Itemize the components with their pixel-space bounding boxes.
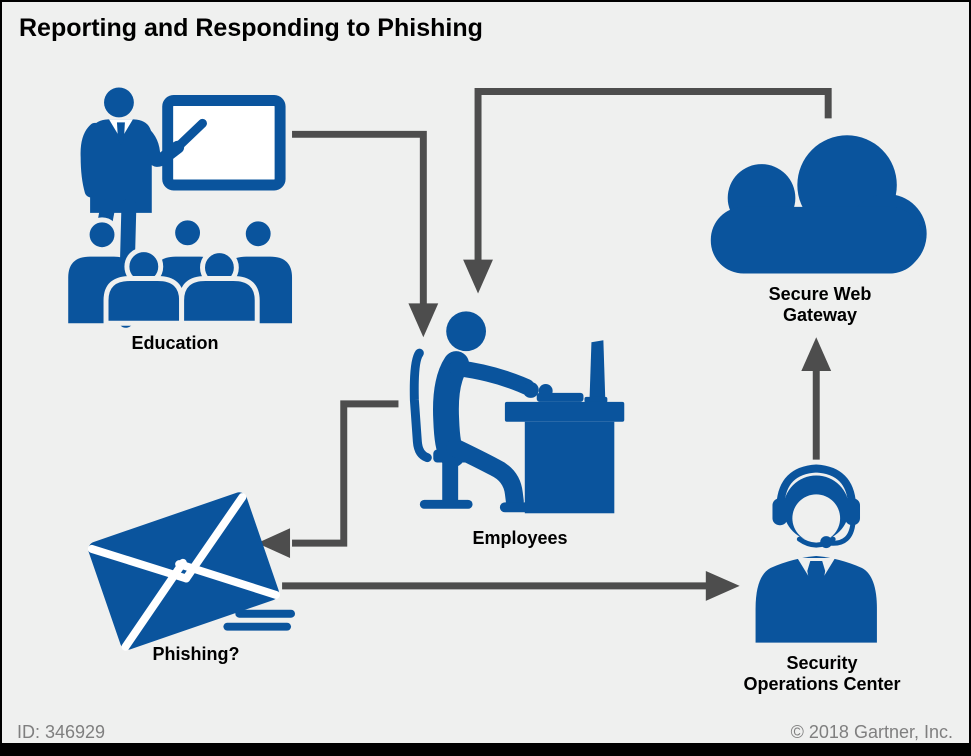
- monitor-base: [584, 396, 608, 403]
- soc-label-line2: Operations Center: [743, 674, 901, 694]
- students-group: [68, 215, 293, 326]
- microphone: [820, 536, 833, 549]
- agent-suit: [755, 556, 877, 643]
- employees-icon: [409, 311, 625, 514]
- soc-agent-icon: [755, 464, 877, 643]
- speed-lines: [223, 609, 296, 631]
- phishing-envelope-icon: [87, 492, 296, 651]
- copyright-notice: © 2018 Gartner, Inc.: [790, 722, 953, 742]
- arrow-gateway-to-employees: [463, 88, 832, 294]
- seated-person: [433, 311, 536, 513]
- secure-web-gateway-label-line2: Gateway: [782, 305, 858, 325]
- agent-head: [783, 475, 850, 548]
- soc-label-line1: Security: [786, 653, 858, 673]
- education-icon: [68, 87, 293, 328]
- phishing-label: Phishing?: [152, 644, 240, 664]
- whiteboard: [162, 95, 286, 191]
- envelope-body: [88, 492, 279, 650]
- headset: [772, 464, 861, 549]
- footer-bar: [2, 743, 969, 754]
- arrow-phishing-to-soc: [282, 570, 740, 601]
- monitor: [589, 340, 606, 402]
- envelope-flap-lines: [87, 493, 280, 651]
- desk: [504, 340, 625, 514]
- secure-web-gateway-label-line1: Secure Web: [768, 284, 872, 304]
- cloud-icon: [710, 135, 927, 274]
- page-title: Reporting and Responding to Phishing: [19, 14, 483, 42]
- pointer-stick: [176, 118, 207, 149]
- arrow-employees-to-phishing: [257, 400, 399, 559]
- arrow-education-to-employees: [292, 130, 439, 338]
- employees-label: Employees: [472, 528, 568, 548]
- secure-web-gateway-label: Secure Web Gateway: [720, 284, 920, 326]
- education-label: Education: [131, 333, 219, 353]
- document-id: ID: 346929: [17, 722, 106, 742]
- arrow-soc-to-gateway: [801, 337, 832, 460]
- tie: [807, 561, 826, 606]
- soc-label: Security Operations Center: [702, 653, 942, 695]
